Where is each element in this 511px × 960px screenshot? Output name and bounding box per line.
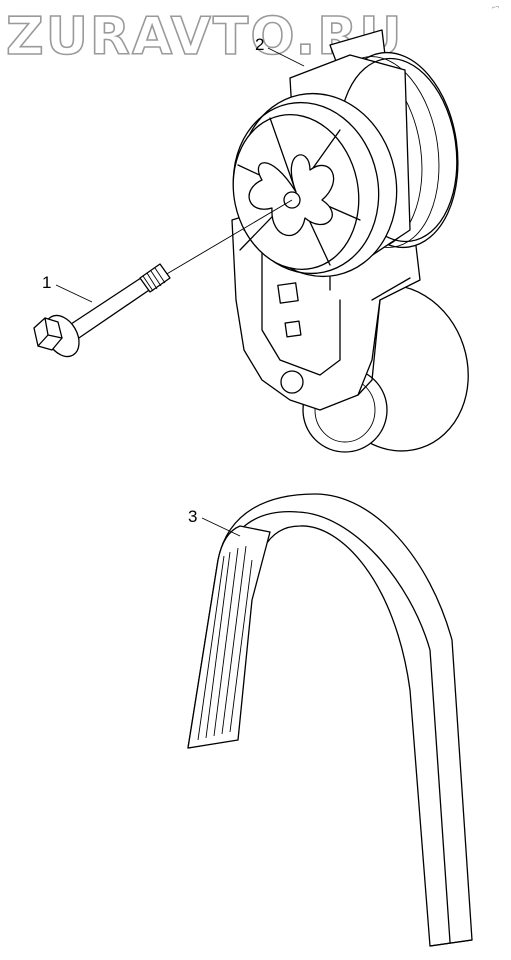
callout-number: 2: [255, 35, 264, 54]
callout-2: 2: [255, 35, 305, 67]
callout-leader: [201, 517, 241, 537]
bolt-axis-line: [164, 199, 293, 276]
callout-leader: [55, 284, 93, 303]
watermark-text: ZURAVTO.RU: [6, 7, 403, 67]
callout-1: 1: [42, 273, 93, 303]
callout-3: 3: [188, 507, 241, 537]
drive-belt: [187, 493, 473, 947]
callout-number: 3: [188, 507, 197, 526]
tensioner-pulley: [232, 92, 398, 278]
callout-number: 1: [42, 273, 51, 292]
bolt: [33, 263, 171, 358]
callout-leader: [267, 47, 305, 67]
corner-mark: ⌐¬: [492, 5, 500, 11]
tensioner-assembly: [231, 29, 469, 453]
